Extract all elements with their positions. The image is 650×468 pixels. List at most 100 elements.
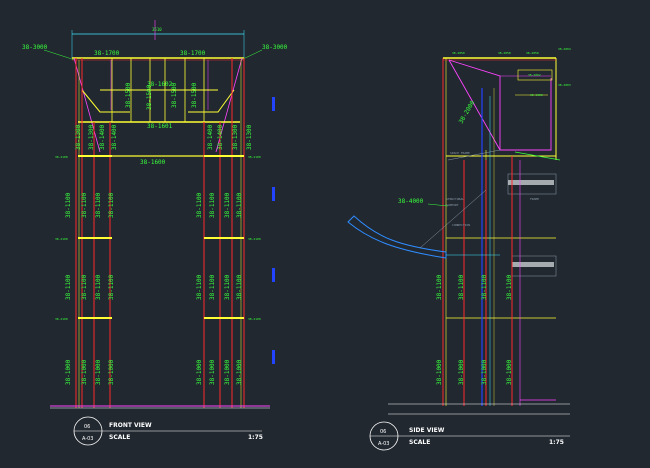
top-beam-label-left: 38-1700 xyxy=(94,50,120,57)
front-level-tags: 38-2100 38-2100 38-2100 38-2100 38-2100 … xyxy=(55,155,261,321)
front-view-scale-label: SCALE xyxy=(109,434,130,441)
side-brace-label: 38-2000 xyxy=(458,99,477,125)
svg-text:38-1100: 38-1100 xyxy=(458,274,465,300)
svg-text:38-1000: 38-1000 xyxy=(506,359,513,385)
svg-text:38-1400: 38-1400 xyxy=(111,124,118,150)
svg-text:38-2004: 38-2004 xyxy=(558,47,571,51)
svg-text:38-1100: 38-1100 xyxy=(81,274,88,300)
svg-text:38-1100: 38-1100 xyxy=(209,192,216,218)
top-beam-label-right: 38-1700 xyxy=(180,50,206,57)
svg-text:38-1000: 38-1000 xyxy=(95,359,102,385)
svg-text:38-1000: 38-1000 xyxy=(458,359,465,385)
svg-text:CONNECTION: CONNECTION xyxy=(452,223,470,227)
svg-text:38-1100: 38-1100 xyxy=(65,192,72,218)
front-corner-label-right: 38-3000 xyxy=(262,44,288,51)
svg-text:38-1100: 38-1100 xyxy=(95,192,102,218)
svg-text:38-2050: 38-2050 xyxy=(498,51,511,55)
width-dimension: 3510 xyxy=(152,27,162,32)
svg-text:38-1500: 38-1500 xyxy=(125,82,132,108)
front-lower-leg-labels-b: 38-1100 38-1100 38-1100 38-1100 38-1100 … xyxy=(65,274,243,300)
svg-text:38-1400: 38-1400 xyxy=(207,124,214,150)
front-lower-leg-labels-a: 38-1100 38-1100 38-1100 38-1100 38-1100 … xyxy=(65,192,243,218)
svg-text:38-1000: 38-1000 xyxy=(209,359,216,385)
front-view-title: FRONT VIEW xyxy=(109,422,152,429)
svg-text:38-1900: 38-1900 xyxy=(530,93,543,97)
svg-text:38-1100: 38-1100 xyxy=(224,192,231,218)
svg-text:38-1400: 38-1400 xyxy=(99,124,106,150)
mid-vertical-labels: 38-1500 38-1500 38-1500 38-1500 xyxy=(125,82,198,110)
svg-text:38-1100: 38-1100 xyxy=(436,274,443,300)
front-view-number: 06 xyxy=(84,424,90,430)
svg-text:38-2100: 38-2100 xyxy=(248,155,261,159)
svg-text:38-1000: 38-1000 xyxy=(108,359,115,385)
front-view-sheet: A-03 xyxy=(82,436,93,442)
side-base-labels: 38-1000 38-1000 38-1000 38-1000 xyxy=(436,359,513,385)
svg-text:38-1300: 38-1300 xyxy=(88,124,95,150)
front-corner-label-left: 38-3000 xyxy=(22,44,48,51)
front-view-scale: 1:75 xyxy=(248,434,263,441)
front-base-leg-labels: 38-1000 38-1000 38-1000 38-1000 38-1000 … xyxy=(65,359,243,385)
side-top-labels: 38-2050 38-2050 38-2050 xyxy=(452,51,539,55)
svg-text:38-1400: 38-1400 xyxy=(217,124,224,150)
truss-label-1601: 38-1601 xyxy=(147,123,173,130)
svg-text:FRAME: FRAME xyxy=(530,197,539,201)
side-leg-labels: 38-1100 38-1100 38-1100 38-1100 xyxy=(436,274,513,300)
svg-text:SPACE FRAME: SPACE FRAME xyxy=(450,151,470,155)
svg-text:38-1100: 38-1100 xyxy=(209,274,216,300)
svg-text:SUPPORT: SUPPORT xyxy=(446,203,459,207)
svg-text:38-2002: 38-2002 xyxy=(528,73,541,77)
svg-text:38-2100: 38-2100 xyxy=(248,237,261,241)
svg-text:38-1100: 38-1100 xyxy=(108,274,115,300)
truss-label-1600: 38-1600 xyxy=(140,159,166,166)
svg-text:38-2050: 38-2050 xyxy=(452,51,465,55)
svg-text:38-1100: 38-1100 xyxy=(81,192,88,218)
svg-text:38-1100: 38-1100 xyxy=(196,274,203,300)
svg-text:38-1000: 38-1000 xyxy=(65,359,72,385)
svg-text:38-1000: 38-1000 xyxy=(196,359,203,385)
side-view-sheet: A-03 xyxy=(378,441,389,447)
svg-text:38-1100: 38-1100 xyxy=(224,274,231,300)
svg-text:38-1000: 38-1000 xyxy=(236,359,243,385)
svg-text:38-1000: 38-1000 xyxy=(481,359,488,385)
svg-text:38-1000: 38-1000 xyxy=(436,359,443,385)
front-view: 3510 38-1700 38-1700 38-3000 38-3000 38-… xyxy=(22,20,288,409)
blue-markers xyxy=(272,97,275,364)
svg-text:38-2050: 38-2050 xyxy=(526,51,539,55)
side-notes: SPACE FRAME STRUCTURAL SUPPORT CONNECTIO… xyxy=(446,151,539,227)
svg-text:38-1500: 38-1500 xyxy=(191,82,198,108)
side-boom-label: 38-4000 xyxy=(398,198,424,205)
svg-text:38-2100: 38-2100 xyxy=(248,317,261,321)
svg-text:38-1300: 38-1300 xyxy=(75,124,82,150)
svg-text:38-1100: 38-1100 xyxy=(236,192,243,218)
svg-text:38-1100: 38-1100 xyxy=(236,274,243,300)
svg-text:38-2003: 38-2003 xyxy=(558,83,571,87)
svg-text:38-1100: 38-1100 xyxy=(481,274,488,300)
svg-text:38-2100: 38-2100 xyxy=(55,237,68,241)
svg-text:38-2100: 38-2100 xyxy=(55,317,68,321)
svg-text:38-2100: 38-2100 xyxy=(55,155,68,159)
side-view-scale: 1:75 xyxy=(549,439,564,446)
svg-text:38-1300: 38-1300 xyxy=(232,124,239,150)
title-block-side: 06 A-03 SIDE VIEW SCALE 1:75 xyxy=(369,421,570,451)
svg-text:38-1500: 38-1500 xyxy=(146,84,153,110)
svg-text:38-1100: 38-1100 xyxy=(196,192,203,218)
front-upper-leg-labels: 38-1300 38-1300 38-1400 38-1400 38-1400 … xyxy=(75,124,253,150)
title-block-front: 06 A-03 FRONT VIEW SCALE 1:75 xyxy=(73,416,263,446)
svg-text:38-1300: 38-1300 xyxy=(246,124,253,150)
svg-text:38-1100: 38-1100 xyxy=(506,274,513,300)
side-view-title: SIDE VIEW xyxy=(409,427,445,434)
side-right-labels: 38-2004 38-2003 38-2002 38-1900 xyxy=(528,47,571,97)
side-view: 38-2050 38-2050 38-2050 38-2004 38-2003 … xyxy=(347,47,571,415)
side-view-number: 06 xyxy=(380,429,386,435)
svg-text:STRUCTURAL: STRUCTURAL xyxy=(446,197,464,201)
svg-text:38-1500: 38-1500 xyxy=(171,82,178,108)
svg-text:38-1100: 38-1100 xyxy=(95,274,102,300)
svg-text:38-1100: 38-1100 xyxy=(65,274,72,300)
side-view-scale-label: SCALE xyxy=(409,439,430,446)
truss-label-1602: 38-1602 xyxy=(147,81,173,88)
svg-text:38-1100: 38-1100 xyxy=(108,192,115,218)
svg-text:38-1000: 38-1000 xyxy=(81,359,88,385)
front-legs xyxy=(75,58,245,408)
svg-text:38-1000: 38-1000 xyxy=(224,359,231,385)
